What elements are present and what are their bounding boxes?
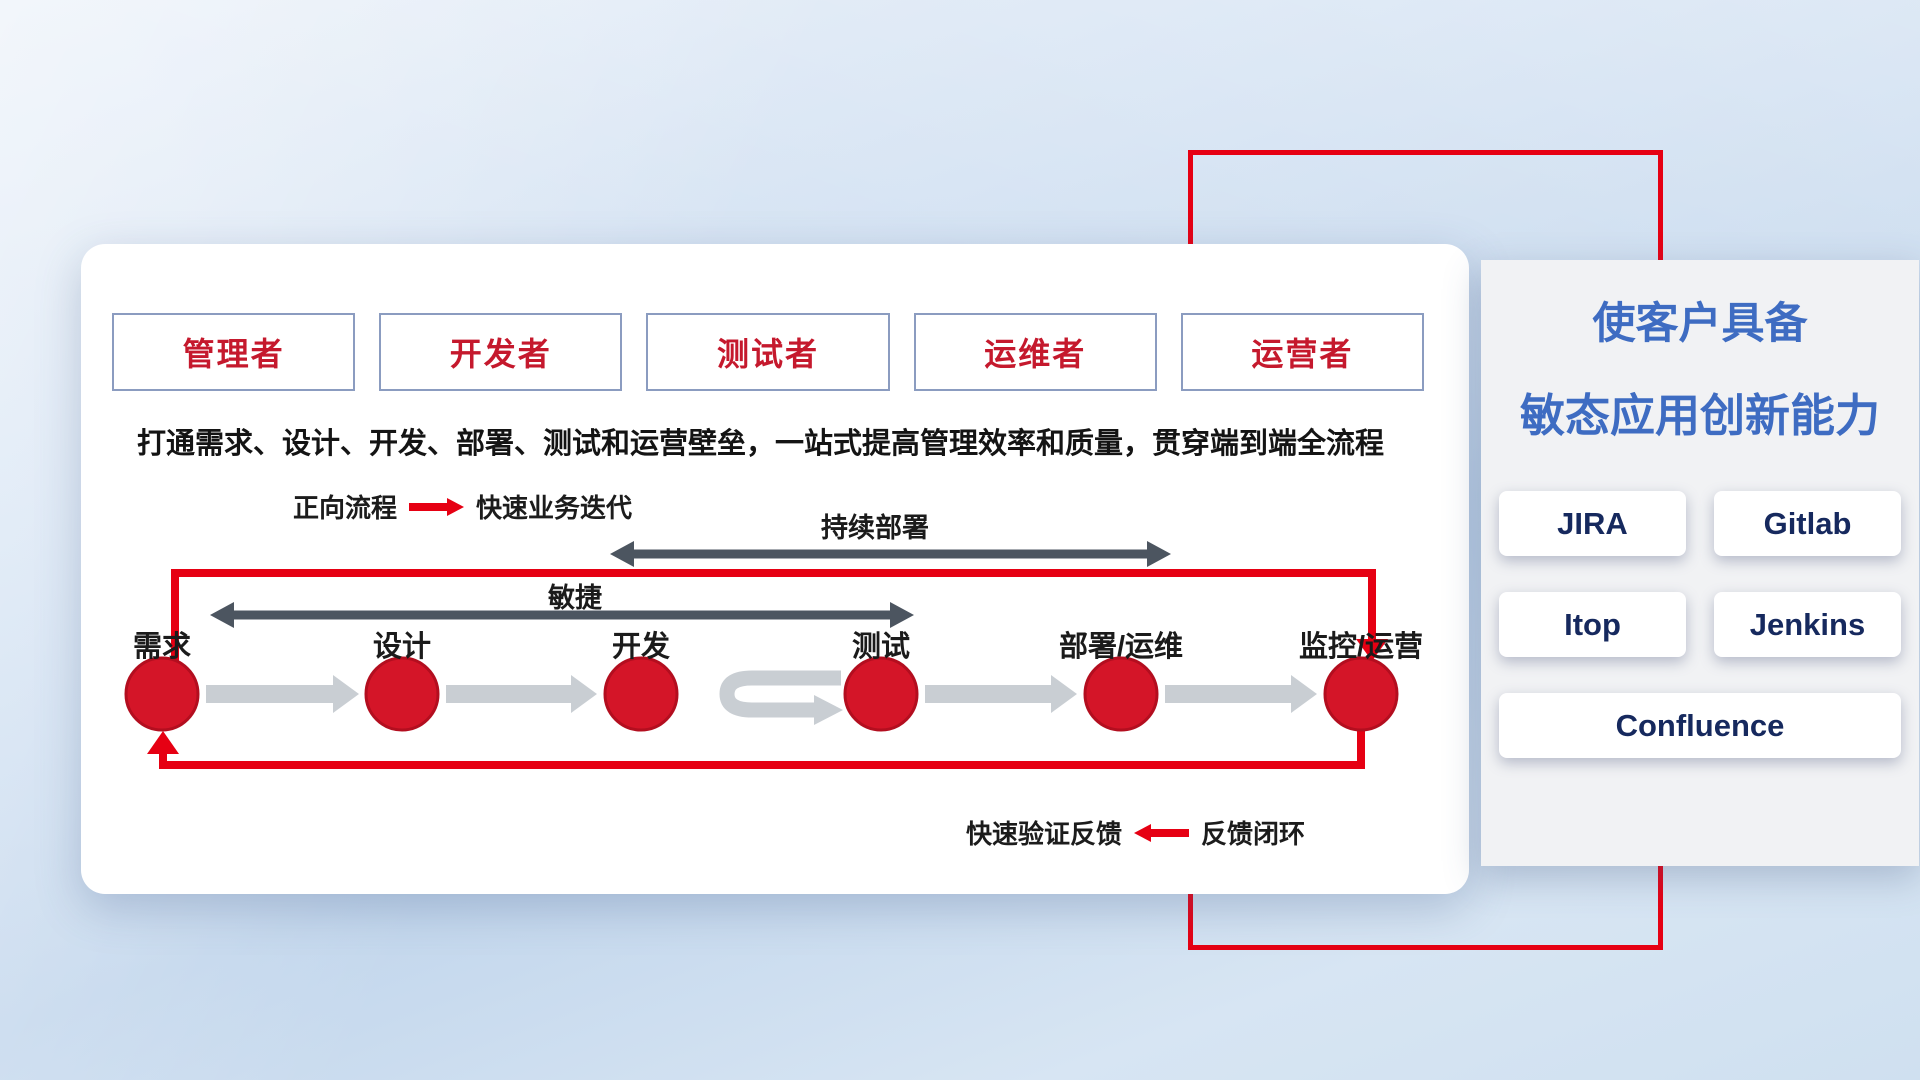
feedback-arrow-icon [1134,823,1190,842]
legend-forward-value: 快速业务迭代 [476,493,633,523]
forward-loop-line [171,569,1388,662]
cd-label: 持续部署 [821,513,929,543]
legend-feedback-value: 反馈闭环 [1201,819,1306,849]
role-box-ops: 运维者 [913,313,1157,391]
flow-arrow-icon [925,675,1077,713]
legend-feedback-label: 快速验证反馈 [966,819,1123,849]
flow-arrow-icon [446,675,597,713]
role-row: 管理者 开发者 测试者 运维者 运营者 [112,313,1425,391]
flow-diagram [124,541,1399,769]
stage-label-requirements: 需求 [132,631,192,663]
flow-arrow-icon [206,675,359,713]
stage-circle [364,656,440,732]
stage-label-develop: 开发 [611,631,671,663]
stage-label-design: 设计 [372,631,432,663]
role-label: 开发者 [449,336,552,372]
tool-jira: JIRA [1499,491,1686,556]
role-label: 运维者 [984,336,1087,372]
role-box-manager: 管理者 [112,313,356,391]
card-subtitle: 打通需求、设计、开发、部署、测试和运营壁垒，一站式提高管理效率和质量，贯穿端到端… [137,428,1385,460]
tool-grid: JIRA Gitlab Itop Jenkins Confluence [1499,491,1901,758]
panel-title: 使客户具备 敏态应用创新能力 [1481,292,1919,448]
tool-confluence: Confluence [1499,693,1901,758]
feedback-loop-line [147,728,1365,769]
cd-double-arrow [610,541,1171,567]
role-label: 测试者 [717,336,820,372]
devops-flow-card: 管理者 开发者 测试者 运维者 运营者 打通需求、设计、开发、部署、测试和运营壁… [81,244,1469,894]
legend-forward: 正向流程 快速业务迭代 [293,488,632,525]
stage-circle [1323,656,1399,732]
role-label: 管理者 [182,336,285,372]
stage-label-monitor-operate: 监控/运营 [1298,631,1424,663]
panel-title-line2: 敏态应用创新能力 [1519,390,1880,441]
tool-gitlab: Gitlab [1714,491,1901,556]
role-box-operator: 运营者 [1180,313,1425,391]
stage-label-deploy-ops: 部署/运维 [1058,631,1184,663]
tool-itop: Itop [1499,592,1686,657]
role-box-developer: 开发者 [379,313,623,391]
panel-title-line1: 使客户具备 [1592,300,1808,348]
stage-circle [124,656,200,732]
stage-circle [1083,656,1159,732]
role-label: 运营者 [1251,336,1354,372]
iteration-arrow-icon [719,670,843,725]
forward-arrow-icon [409,497,465,516]
stage-circle [843,656,919,732]
capability-panel: 使客户具备 敏态应用创新能力 JIRA Gitlab Itop Jenkins … [1481,260,1919,866]
agile-double-arrow [210,602,914,628]
legend-forward-label: 正向流程 [293,493,398,523]
stage-label-test: 测试 [851,631,911,663]
agile-label: 敏捷 [548,583,602,613]
tool-jenkins: Jenkins [1714,592,1901,657]
stage-circle [603,656,679,732]
flow-arrow-icon [1165,675,1317,713]
role-box-tester: 测试者 [646,313,890,391]
legend-feedback: 快速验证反馈 反馈闭环 [966,814,1305,851]
